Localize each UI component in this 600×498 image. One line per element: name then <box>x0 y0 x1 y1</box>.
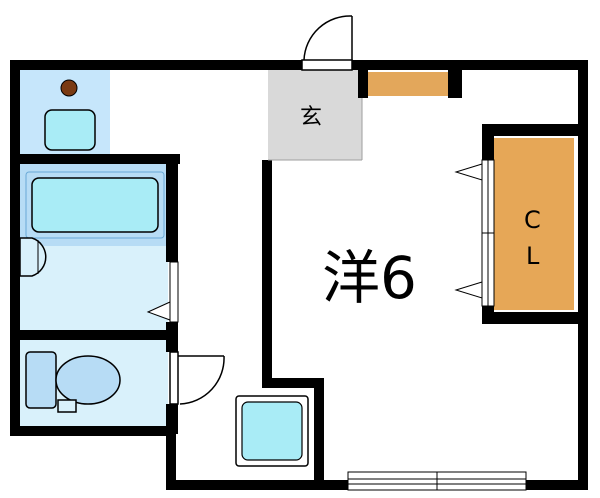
shelf <box>368 72 448 96</box>
stove-knob <box>60 79 78 97</box>
interior-walls <box>18 68 580 486</box>
closet-label-c: C <box>524 206 541 234</box>
exterior-walls <box>10 60 588 490</box>
bathtub <box>31 177 159 233</box>
toilet-door <box>169 351 225 405</box>
closet-doors <box>454 159 495 307</box>
toilet <box>25 351 121 413</box>
closet-area <box>494 138 574 310</box>
wash-basin <box>19 237 47 277</box>
entrance-area <box>268 68 362 160</box>
closet-label-l: L <box>526 242 540 270</box>
entrance-label: 玄 <box>300 105 322 130</box>
main-room-label: 洋6 <box>322 244 417 312</box>
wash-door <box>146 261 179 323</box>
entrance-door <box>301 15 353 71</box>
kitchen-sink <box>44 109 96 151</box>
bottom-window <box>347 471 527 491</box>
